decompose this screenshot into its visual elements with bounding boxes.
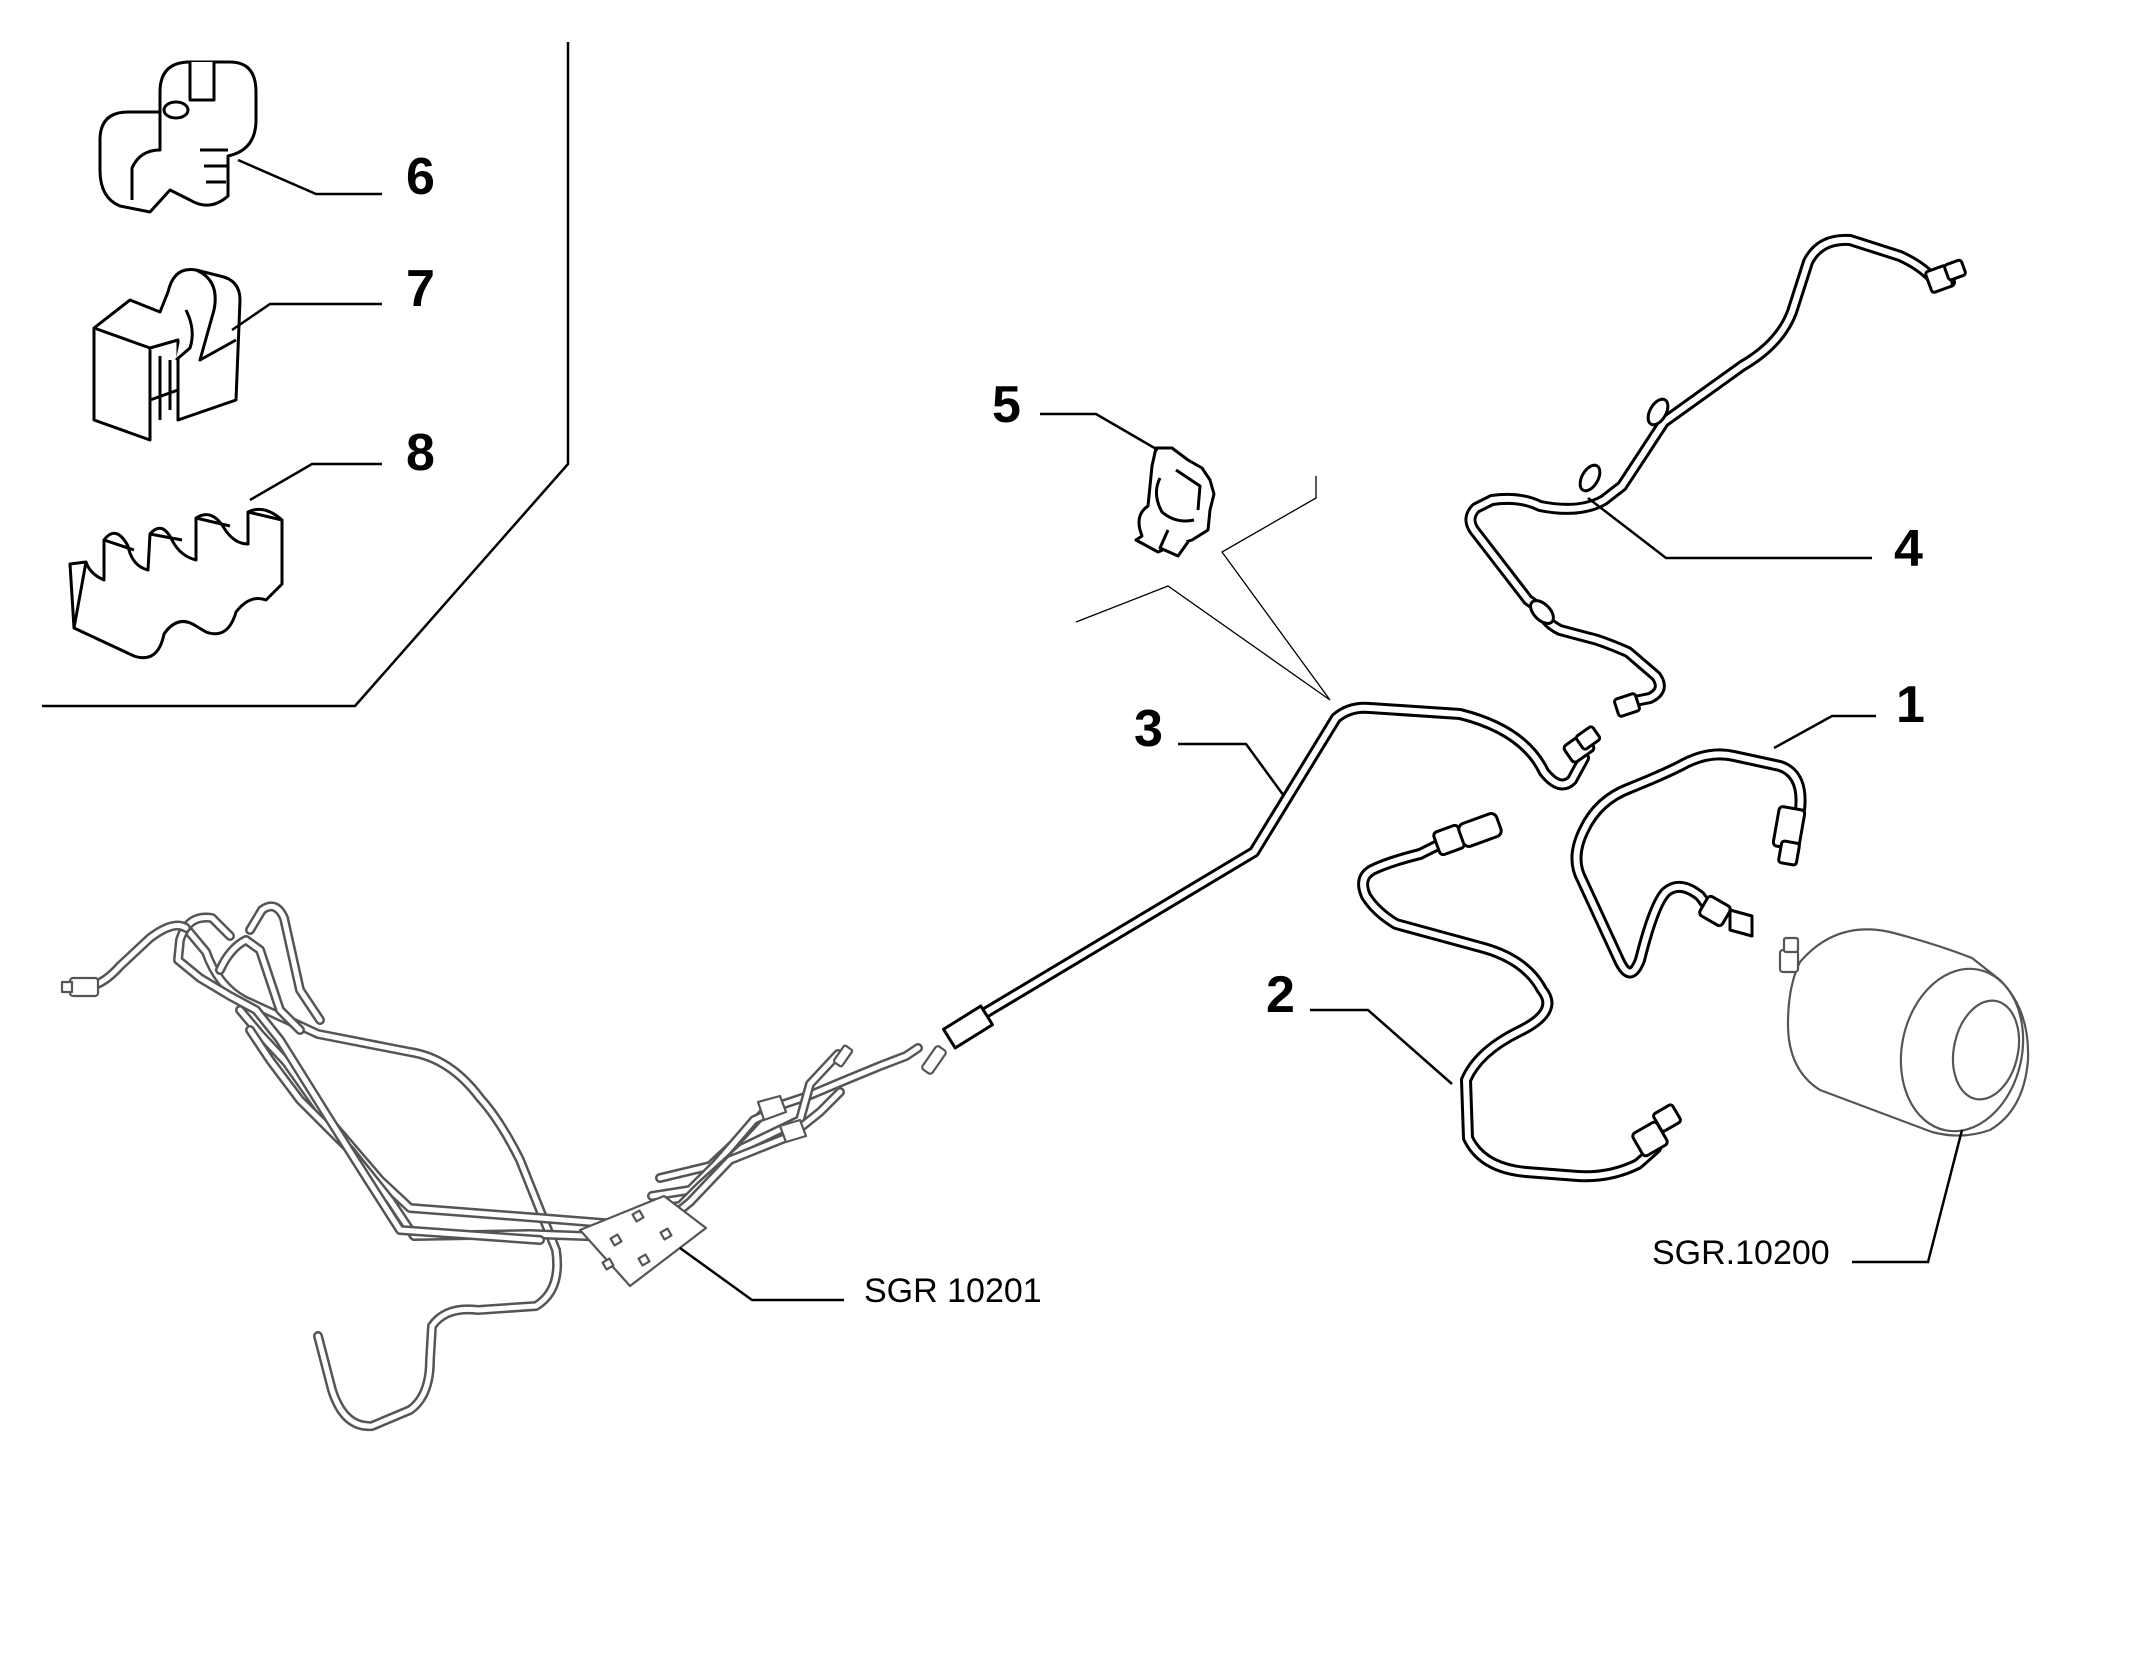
part-1-hose (1570, 748, 1807, 979)
ref-reservoir: SGR.10200 (1652, 1234, 1830, 1272)
part-5-clip (1134, 446, 1216, 558)
part-4-pipe (1464, 233, 1967, 718)
reservoir-canister (1778, 928, 2030, 1137)
leader-3 (1178, 742, 1286, 797)
leader-7 (231, 302, 382, 332)
leader-8 (249, 462, 382, 502)
callout-5: 5 (992, 376, 1021, 434)
leader-1 (1773, 714, 1876, 750)
callout-1: 1 (1896, 676, 1925, 734)
inset-frame (42, 42, 570, 708)
leader-4 (1587, 497, 1872, 560)
leader-5 (1040, 412, 1159, 452)
callout-2: 2 (1266, 966, 1295, 1024)
leader-ref-reservoir (1852, 1129, 1964, 1264)
ref-manifold: SGR 10201 (864, 1272, 1042, 1310)
callout-7: 7 (406, 260, 435, 318)
leader-2 (1310, 1008, 1453, 1085)
callout-4: 4 (1894, 520, 1923, 578)
leader-ref-manifold (679, 1246, 844, 1302)
part-3-pipe (942, 701, 1602, 1050)
guide-lines-5 (1075, 476, 1331, 701)
part-6-clip (98, 60, 258, 214)
part-8-clip (68, 507, 284, 660)
part-2-hose (1357, 812, 1682, 1183)
callout-6: 6 (406, 148, 435, 206)
pipe-manifold-bundle (60, 901, 947, 1432)
callout-8: 8 (406, 424, 435, 482)
callout-3: 3 (1134, 700, 1163, 758)
leader-6 (237, 158, 382, 196)
part-7-clip (92, 267, 242, 442)
